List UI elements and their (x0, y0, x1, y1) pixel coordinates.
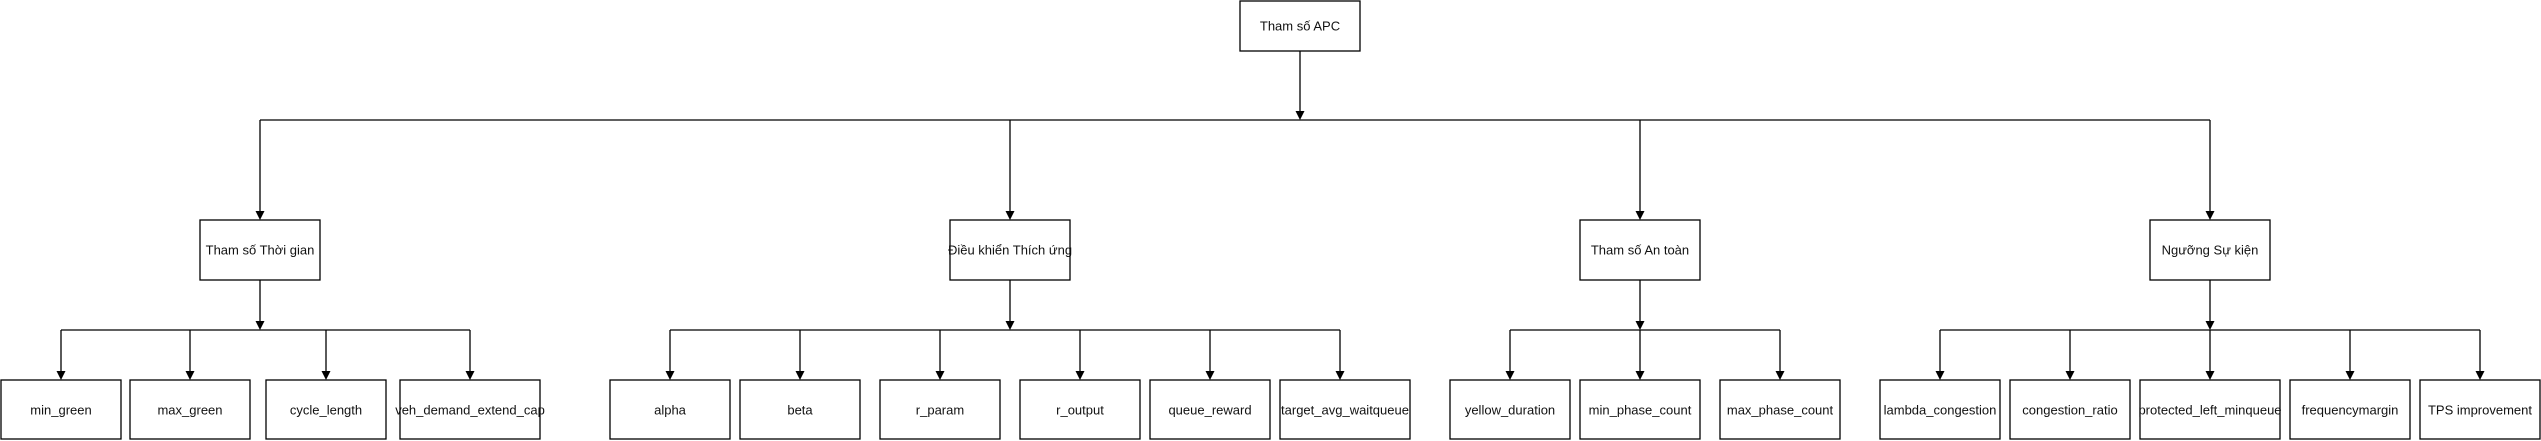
leaf-node[interactable]: max_green (129, 379, 251, 440)
leaf-node-label: max_green (157, 403, 222, 418)
arrowhead-icon (1635, 371, 1645, 380)
arrowhead-icon (1635, 211, 1645, 220)
arrowhead-icon (2205, 211, 2215, 220)
arrowhead-icon (255, 211, 265, 220)
leaf-node-label: alpha (654, 403, 687, 418)
group-node-safety[interactable]: Tham số An toàn (1579, 219, 1701, 281)
arrowhead-icon (1205, 371, 1215, 380)
arrowhead-icon (56, 371, 66, 380)
leaf-node[interactable]: yellow_duration (1449, 379, 1571, 440)
group-node-adaptive[interactable]: Điều khiển Thích ứng (948, 219, 1072, 281)
arrowhead-icon (935, 371, 945, 380)
arrowhead-icon (1335, 371, 1345, 380)
leaf-node[interactable]: cycle_length (265, 379, 387, 440)
leaf-node[interactable]: min_green (0, 379, 122, 440)
leaf-node[interactable]: frequencymargin (2289, 379, 2411, 440)
arrowhead-icon (1505, 371, 1515, 380)
leaf-node-label: TPS improvement (2428, 403, 2532, 418)
arrowhead-icon (321, 371, 331, 380)
leaf-node[interactable]: min_phase_count (1579, 379, 1701, 440)
group-node-label: Ngưỡng Sự kiện (2162, 243, 2259, 258)
arrowhead-icon (2065, 371, 2075, 380)
leaf-node-label: min_green (30, 403, 91, 418)
arrowhead-icon (1005, 211, 1015, 220)
arrowhead-icon (1075, 371, 1085, 380)
arrowhead-icon (1775, 371, 1785, 380)
arrowhead-icon (1005, 321, 1015, 330)
arrowhead-icon (665, 371, 675, 380)
leaf-node-label: lambda_congestion (1884, 403, 1997, 418)
leaf-node-label: beta (787, 403, 813, 418)
leaf-node-label: protected_left_minqueue (2138, 403, 2281, 418)
leaf-node-label: frequencymargin (2302, 403, 2399, 418)
leaf-node-label: r_output (1056, 403, 1104, 418)
leaf-node[interactable]: r_output (1019, 379, 1141, 440)
arrowhead-icon (1935, 371, 1945, 380)
leaf-node-label: cycle_length (290, 403, 362, 418)
arrowhead-icon (1635, 321, 1645, 330)
leaf-node[interactable]: beta (739, 379, 861, 440)
group-node-event-threshold[interactable]: Ngưỡng Sự kiện (2149, 219, 2271, 281)
leaf-node[interactable]: protected_left_minqueue (2138, 379, 2282, 440)
leaf-node-label: r_param (916, 403, 964, 418)
arrowhead-icon (2345, 371, 2355, 380)
arrowhead-icon (2205, 321, 2215, 330)
leaf-node[interactable]: target_avg_waitqueue (1279, 379, 1411, 440)
leaf-node-label: max_phase_count (1727, 403, 1834, 418)
root-node[interactable]: Tham số APC (1239, 0, 1361, 52)
leaf-node-label: min_phase_count (1589, 403, 1692, 418)
leaf-node[interactable]: TPS improvement (2419, 379, 2541, 440)
diagram-edges (56, 51, 2485, 380)
group-node-label: Điều khiển Thích ứng (948, 243, 1072, 258)
group-node-label: Tham số Thời gian (206, 243, 315, 258)
arrowhead-icon (795, 371, 805, 380)
arrowhead-icon (2205, 371, 2215, 380)
leaf-node[interactable]: congestion_ratio (2009, 379, 2131, 440)
leaf-node[interactable]: queue_reward (1149, 379, 1271, 440)
root-node-label: Tham số APC (1260, 19, 1340, 34)
group-node-time[interactable]: Tham số Thời gian (199, 219, 321, 281)
arrowhead-icon (1295, 111, 1305, 120)
leaf-node[interactable]: max_phase_count (1719, 379, 1841, 440)
leaf-node-label: target_avg_waitqueue (1281, 403, 1409, 418)
leaf-node[interactable]: lambda_congestion (1879, 379, 2001, 440)
arrowhead-icon (255, 321, 265, 330)
leaf-node[interactable]: alpha (609, 379, 731, 440)
arrowhead-icon (465, 371, 475, 380)
arrowhead-icon (2475, 371, 2485, 380)
leaf-node-label: yellow_duration (1465, 403, 1555, 418)
group-node-label: Tham số An toàn (1591, 243, 1689, 258)
leaf-node[interactable]: r_param (879, 379, 1001, 440)
leaf-node[interactable]: veh_demand_extend_cap (395, 379, 545, 440)
leaf-node-label: veh_demand_extend_cap (395, 403, 545, 418)
leaf-node-label: congestion_ratio (2022, 403, 2117, 418)
arrowhead-icon (185, 371, 195, 380)
leaf-node-label: queue_reward (1168, 403, 1251, 418)
